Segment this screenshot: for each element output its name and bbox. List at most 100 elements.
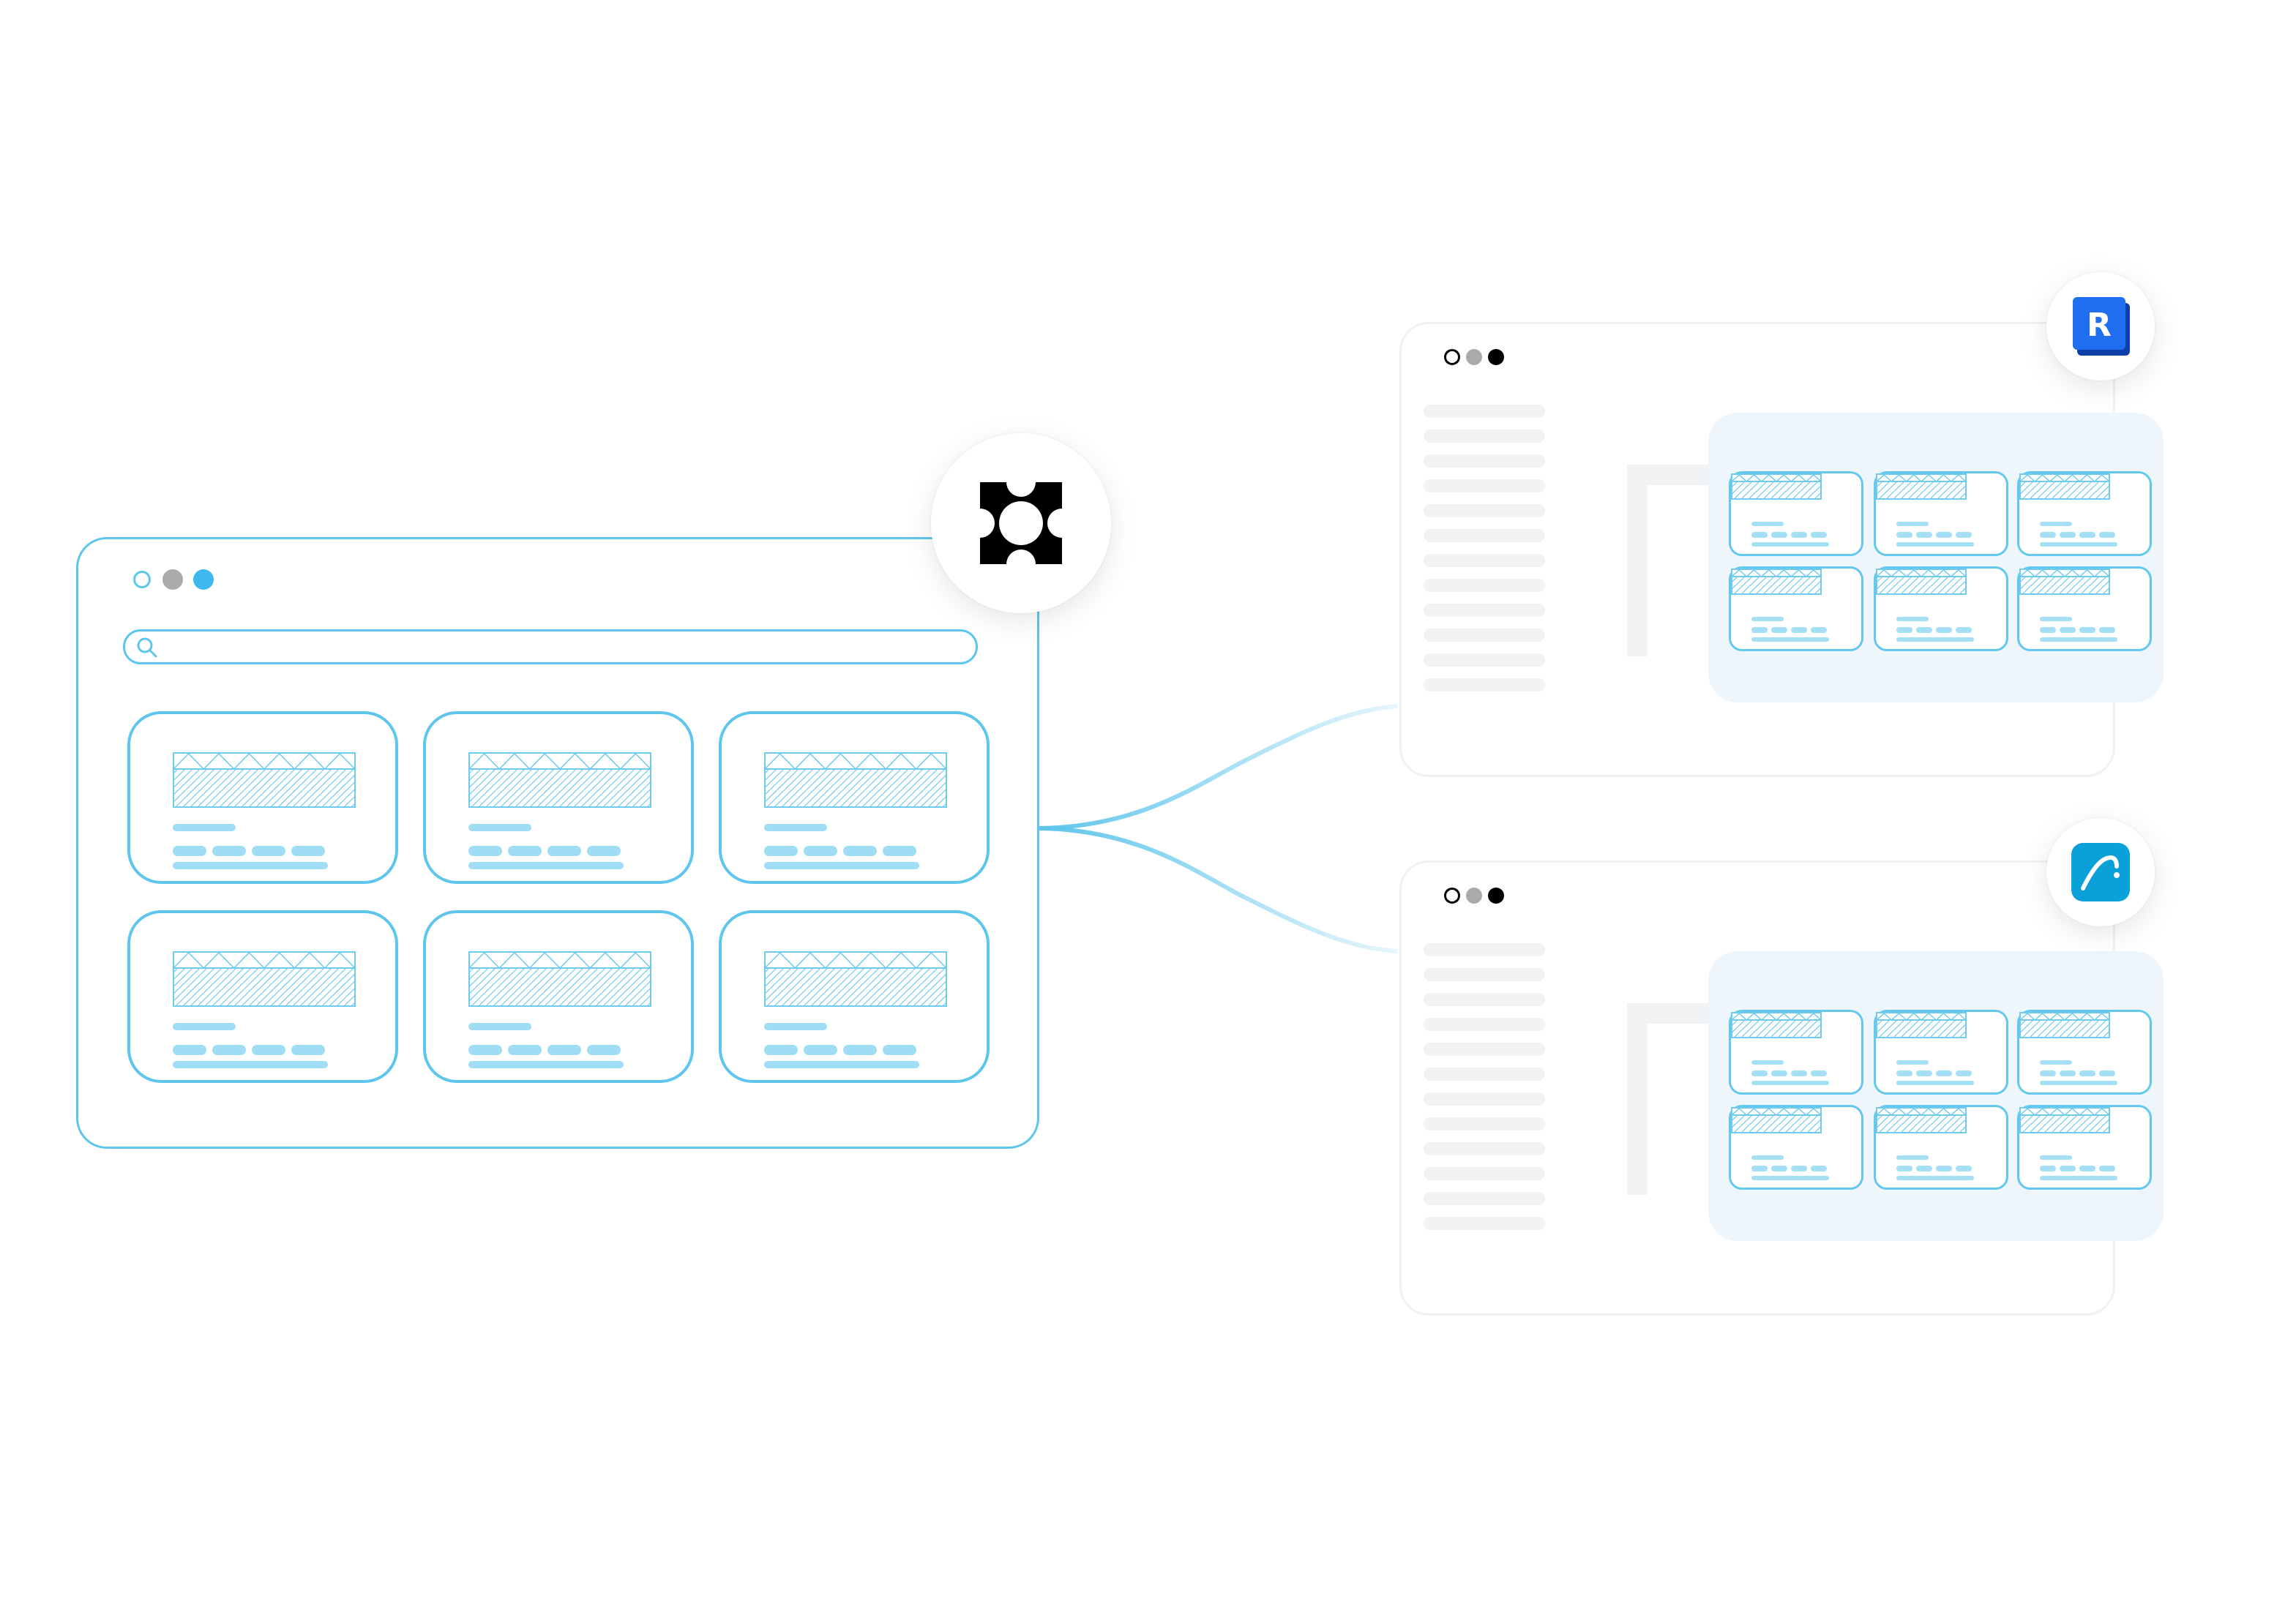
mini-title-bar xyxy=(1751,1155,1784,1160)
card-tag-bar xyxy=(804,846,837,856)
mini-tag-bar xyxy=(1751,532,1768,538)
mini-tag-bar xyxy=(2060,1070,2076,1076)
card-tag-bar xyxy=(843,846,877,856)
card-tag-bar xyxy=(173,846,206,856)
card-thumbnail-5 xyxy=(468,951,651,1007)
search-input[interactable] xyxy=(123,629,978,664)
mini-desc-bar xyxy=(1896,1176,1974,1180)
mini-library-card[interactable] xyxy=(1729,1105,1863,1190)
mini-title-bar xyxy=(1896,1155,1929,1160)
mini-tag-bar xyxy=(1751,1166,1768,1171)
sidebar-placeholder-line xyxy=(1424,1192,1545,1205)
layout-bracket xyxy=(1627,465,1715,656)
card-desc-bar xyxy=(764,1061,919,1068)
mini-tag-bar xyxy=(1936,1166,1952,1171)
sidebar-placeholder-line xyxy=(1424,604,1545,617)
mini-tag-bar xyxy=(1771,532,1787,538)
mini-title-bar xyxy=(2040,617,2072,621)
mini-desc-bar xyxy=(1896,542,1974,547)
card-tag-bar xyxy=(291,846,325,856)
sidebar-placeholder-line xyxy=(1424,629,1545,642)
mini-tag-bar xyxy=(1791,532,1807,538)
mini-library-card[interactable] xyxy=(1729,566,1863,651)
sidebar-placeholder-line xyxy=(1424,653,1545,667)
mini-tag-bar xyxy=(2079,1166,2095,1171)
mini-desc-bar xyxy=(1751,1081,1829,1085)
card-thumbnail-4 xyxy=(173,951,356,1007)
card-desc-bar xyxy=(468,862,624,869)
card-tag-bar xyxy=(173,1045,206,1055)
card-tag-bar xyxy=(212,846,246,856)
archicad-mini-thumb-1 xyxy=(1731,1012,1822,1038)
mini-tag-bar xyxy=(1751,1070,1768,1076)
mini-tag-bar xyxy=(1916,627,1932,633)
library-card[interactable] xyxy=(423,711,694,884)
card-tag-bar xyxy=(883,1045,916,1055)
mini-library-card[interactable] xyxy=(2017,471,2152,556)
mini-title-bar xyxy=(1896,522,1929,526)
library-card[interactable] xyxy=(127,910,398,1083)
card-tag-bar xyxy=(883,846,916,856)
library-card[interactable] xyxy=(423,910,694,1083)
mini-library-card[interactable] xyxy=(1729,1010,1863,1095)
sidebar-placeholder-line xyxy=(1424,405,1545,418)
card-title-bar xyxy=(764,824,827,831)
card-thumbnail-1 xyxy=(173,752,356,808)
window-dot-black xyxy=(1488,349,1504,365)
mini-tag-bar xyxy=(1916,532,1932,538)
card-tag-bar xyxy=(468,1045,502,1055)
archicad-badge xyxy=(2046,818,2155,926)
revit-mini-thumb-2 xyxy=(1876,473,1967,500)
card-tag-bar xyxy=(508,846,542,856)
window-dot-gray xyxy=(1466,349,1482,365)
mini-desc-bar xyxy=(1896,1081,1974,1085)
card-tag-bar xyxy=(843,1045,877,1055)
mini-tag-bar xyxy=(1936,627,1952,633)
mini-library-card[interactable] xyxy=(1874,1010,2008,1095)
mini-library-card[interactable] xyxy=(1874,471,2008,556)
card-tag-bar xyxy=(468,846,502,856)
mini-tag-bar xyxy=(1956,532,1972,538)
mini-library-card[interactable] xyxy=(1729,471,1863,556)
mini-tag-bar xyxy=(1936,1070,1952,1076)
archicad-mini-thumb-6 xyxy=(2019,1107,2110,1133)
mini-library-card[interactable] xyxy=(2017,1105,2152,1190)
library-card[interactable] xyxy=(127,711,398,884)
card-thumbnail-2 xyxy=(468,752,651,808)
window-dot-gray xyxy=(162,569,183,590)
card-tag-bar xyxy=(547,1045,581,1055)
mini-tag-bar xyxy=(2040,1166,2056,1171)
mini-desc-bar xyxy=(2040,1176,2117,1180)
mini-tag-bar xyxy=(1771,1070,1787,1076)
mini-tag-bar xyxy=(2060,627,2076,633)
library-card[interactable] xyxy=(719,711,990,884)
sidebar-placeholder-line xyxy=(1424,1117,1545,1130)
mini-desc-bar xyxy=(1751,637,1829,642)
mini-desc-bar xyxy=(2040,1081,2117,1085)
mini-tag-bar xyxy=(2099,1166,2115,1171)
window-dot-black xyxy=(1488,888,1504,904)
mini-library-card[interactable] xyxy=(1874,1105,2008,1190)
sidebar-placeholder-line xyxy=(1424,943,1545,956)
archicad-mini-thumb-3 xyxy=(2019,1012,2110,1038)
card-tag-bar xyxy=(764,846,798,856)
plugin-gear-icon xyxy=(980,482,1062,564)
card-tag-bar xyxy=(508,1045,542,1055)
mini-library-card[interactable] xyxy=(1874,566,2008,651)
mini-library-card[interactable] xyxy=(2017,566,2152,651)
revit-mini-thumb-3 xyxy=(2019,473,2110,500)
connector-top xyxy=(1039,704,1399,830)
archicad-logo-icon xyxy=(2071,843,2130,901)
mini-library-card[interactable] xyxy=(2017,1010,2152,1095)
mini-tag-bar xyxy=(2060,1166,2076,1171)
search-icon xyxy=(137,637,157,658)
mini-tag-bar xyxy=(1811,1070,1827,1076)
revit-mini-thumb-5 xyxy=(1876,569,1967,595)
revit-mini-thumb-1 xyxy=(1731,473,1822,500)
library-card[interactable] xyxy=(719,910,990,1083)
sidebar-placeholder-line xyxy=(1424,454,1545,468)
archicad-mini-thumb-2 xyxy=(1876,1012,1967,1038)
mini-tag-bar xyxy=(1896,532,1912,538)
mini-tag-bar xyxy=(1896,1166,1912,1171)
